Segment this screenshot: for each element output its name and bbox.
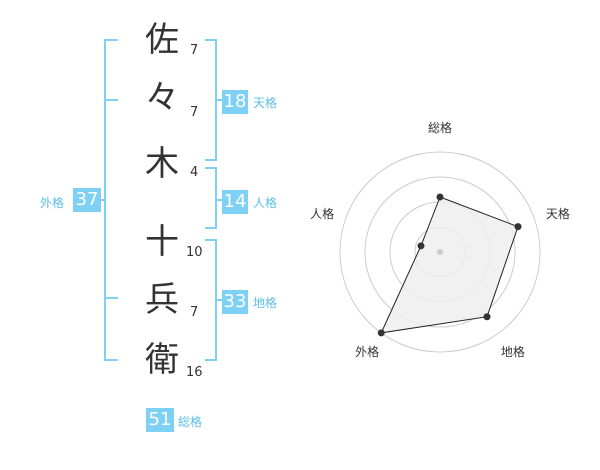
- radar-axis-label-gaikaku: 外格: [355, 345, 380, 360]
- stroke-count-6: 16: [186, 365, 203, 380]
- stroke-count-5: 7: [190, 305, 199, 320]
- soukaku-label: 総格: [178, 415, 203, 429]
- name-char-5: 兵: [145, 280, 179, 320]
- tenkaku-label: 天格: [253, 96, 278, 110]
- name-char-2: 々: [145, 78, 179, 118]
- name-char-1: 佐: [145, 20, 179, 60]
- stroke-count-4: 10: [186, 245, 203, 260]
- tenkaku-value-badge: 18: [222, 90, 248, 114]
- radar-point-4: [417, 242, 425, 250]
- radar-axis-label-tenkaku: 天格: [545, 206, 570, 221]
- stroke-count-2: 7: [190, 105, 199, 120]
- gaikaku-label: 外格: [40, 196, 65, 210]
- chikaku-label: 地格: [253, 296, 278, 310]
- radar-axis-label-soukaku: 総格: [428, 121, 453, 135]
- jinkaku-bracket: [205, 167, 217, 229]
- radar-point-1: [514, 223, 522, 231]
- gaikaku-value-badge: 37: [73, 188, 101, 212]
- stroke-count-3: 4: [190, 165, 199, 180]
- name-char-6: 衛: [145, 340, 179, 380]
- jinkaku-value-badge: 14: [222, 190, 248, 214]
- radar-point-2: [483, 313, 491, 321]
- radar-point-3: [377, 329, 385, 337]
- radar-point-0: [436, 193, 444, 201]
- radar-ring-3: [364, 176, 516, 328]
- name-char-4: 十: [145, 222, 179, 262]
- radar-polygon: [380, 196, 519, 334]
- chikaku-value-badge: 33: [222, 290, 248, 314]
- radar-axis-label-chikaku: 地格: [500, 345, 525, 360]
- radar-center-dot: [437, 249, 443, 255]
- radar-axis-label-jinkaku: 人格: [310, 206, 335, 221]
- radar-ring-4: [339, 151, 541, 353]
- stroke-count-1: 7: [190, 43, 199, 58]
- name-char-3: 木: [145, 144, 179, 184]
- jinkaku-label: 人格: [253, 196, 278, 210]
- soukaku-value-badge: 51: [146, 408, 174, 432]
